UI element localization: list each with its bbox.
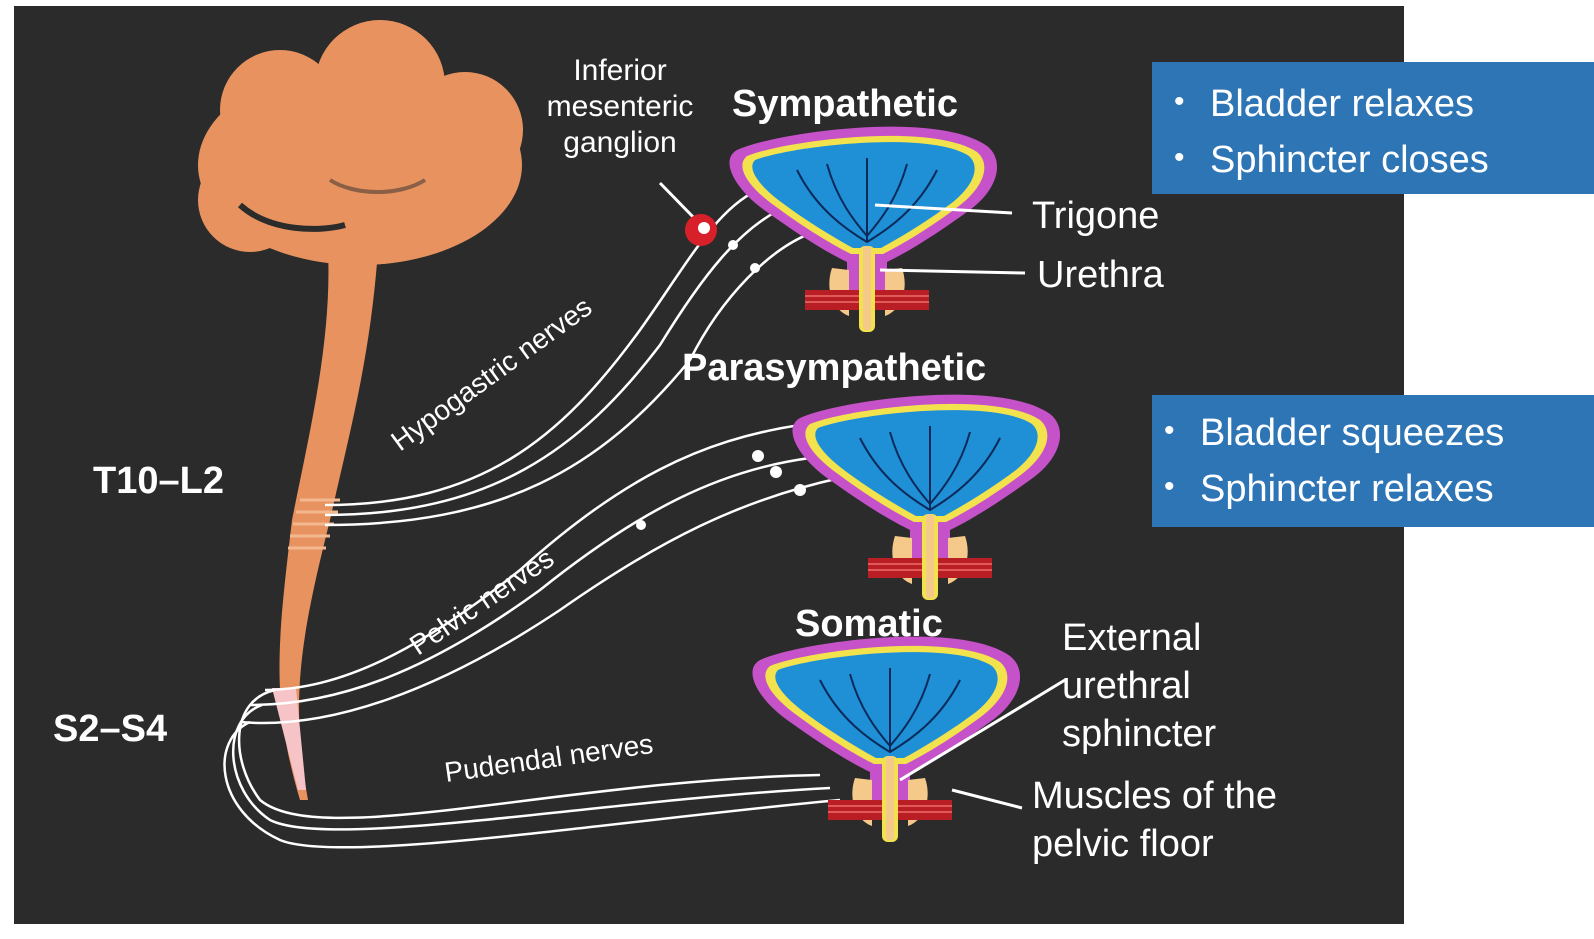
- pelvic-floor-label-line2: pelvic floor: [1032, 823, 1214, 865]
- trigone-label: Trigone: [1032, 195, 1159, 237]
- external-sphincter-label-line1: External: [1062, 617, 1201, 659]
- sympathetic-heading: Sympathetic: [732, 83, 958, 125]
- s2-s4-label: S2–S4: [53, 708, 167, 750]
- callout-item: Sphincter relaxes: [1160, 461, 1594, 517]
- callout-item: Bladder relaxes: [1170, 76, 1594, 132]
- callout-item: Sphincter closes: [1170, 132, 1594, 188]
- external-sphincter-label-line2: urethral: [1062, 665, 1191, 707]
- urethra-label: Urethra: [1037, 254, 1165, 296]
- ganglion-label-line3: ganglion: [563, 126, 676, 159]
- somatic-heading: Somatic: [795, 603, 943, 645]
- ganglion-label-line2: mesenteric: [547, 90, 694, 123]
- external-sphincter-label-line3: sphincter: [1062, 713, 1217, 755]
- pelvic-floor-label-line1: Muscles of the: [1032, 775, 1277, 817]
- t10-l2-label: T10–L2: [93, 460, 224, 502]
- parasympathetic-callout: Bladder squeezes Sphincter relaxes: [1152, 395, 1594, 527]
- parasympathetic-heading: Parasympathetic: [682, 347, 986, 389]
- sympathetic-callout: Bladder relaxes Sphincter closes: [1152, 62, 1594, 194]
- callout-item: Bladder squeezes: [1160, 405, 1594, 461]
- ganglion-label-line1: Inferior: [573, 54, 666, 87]
